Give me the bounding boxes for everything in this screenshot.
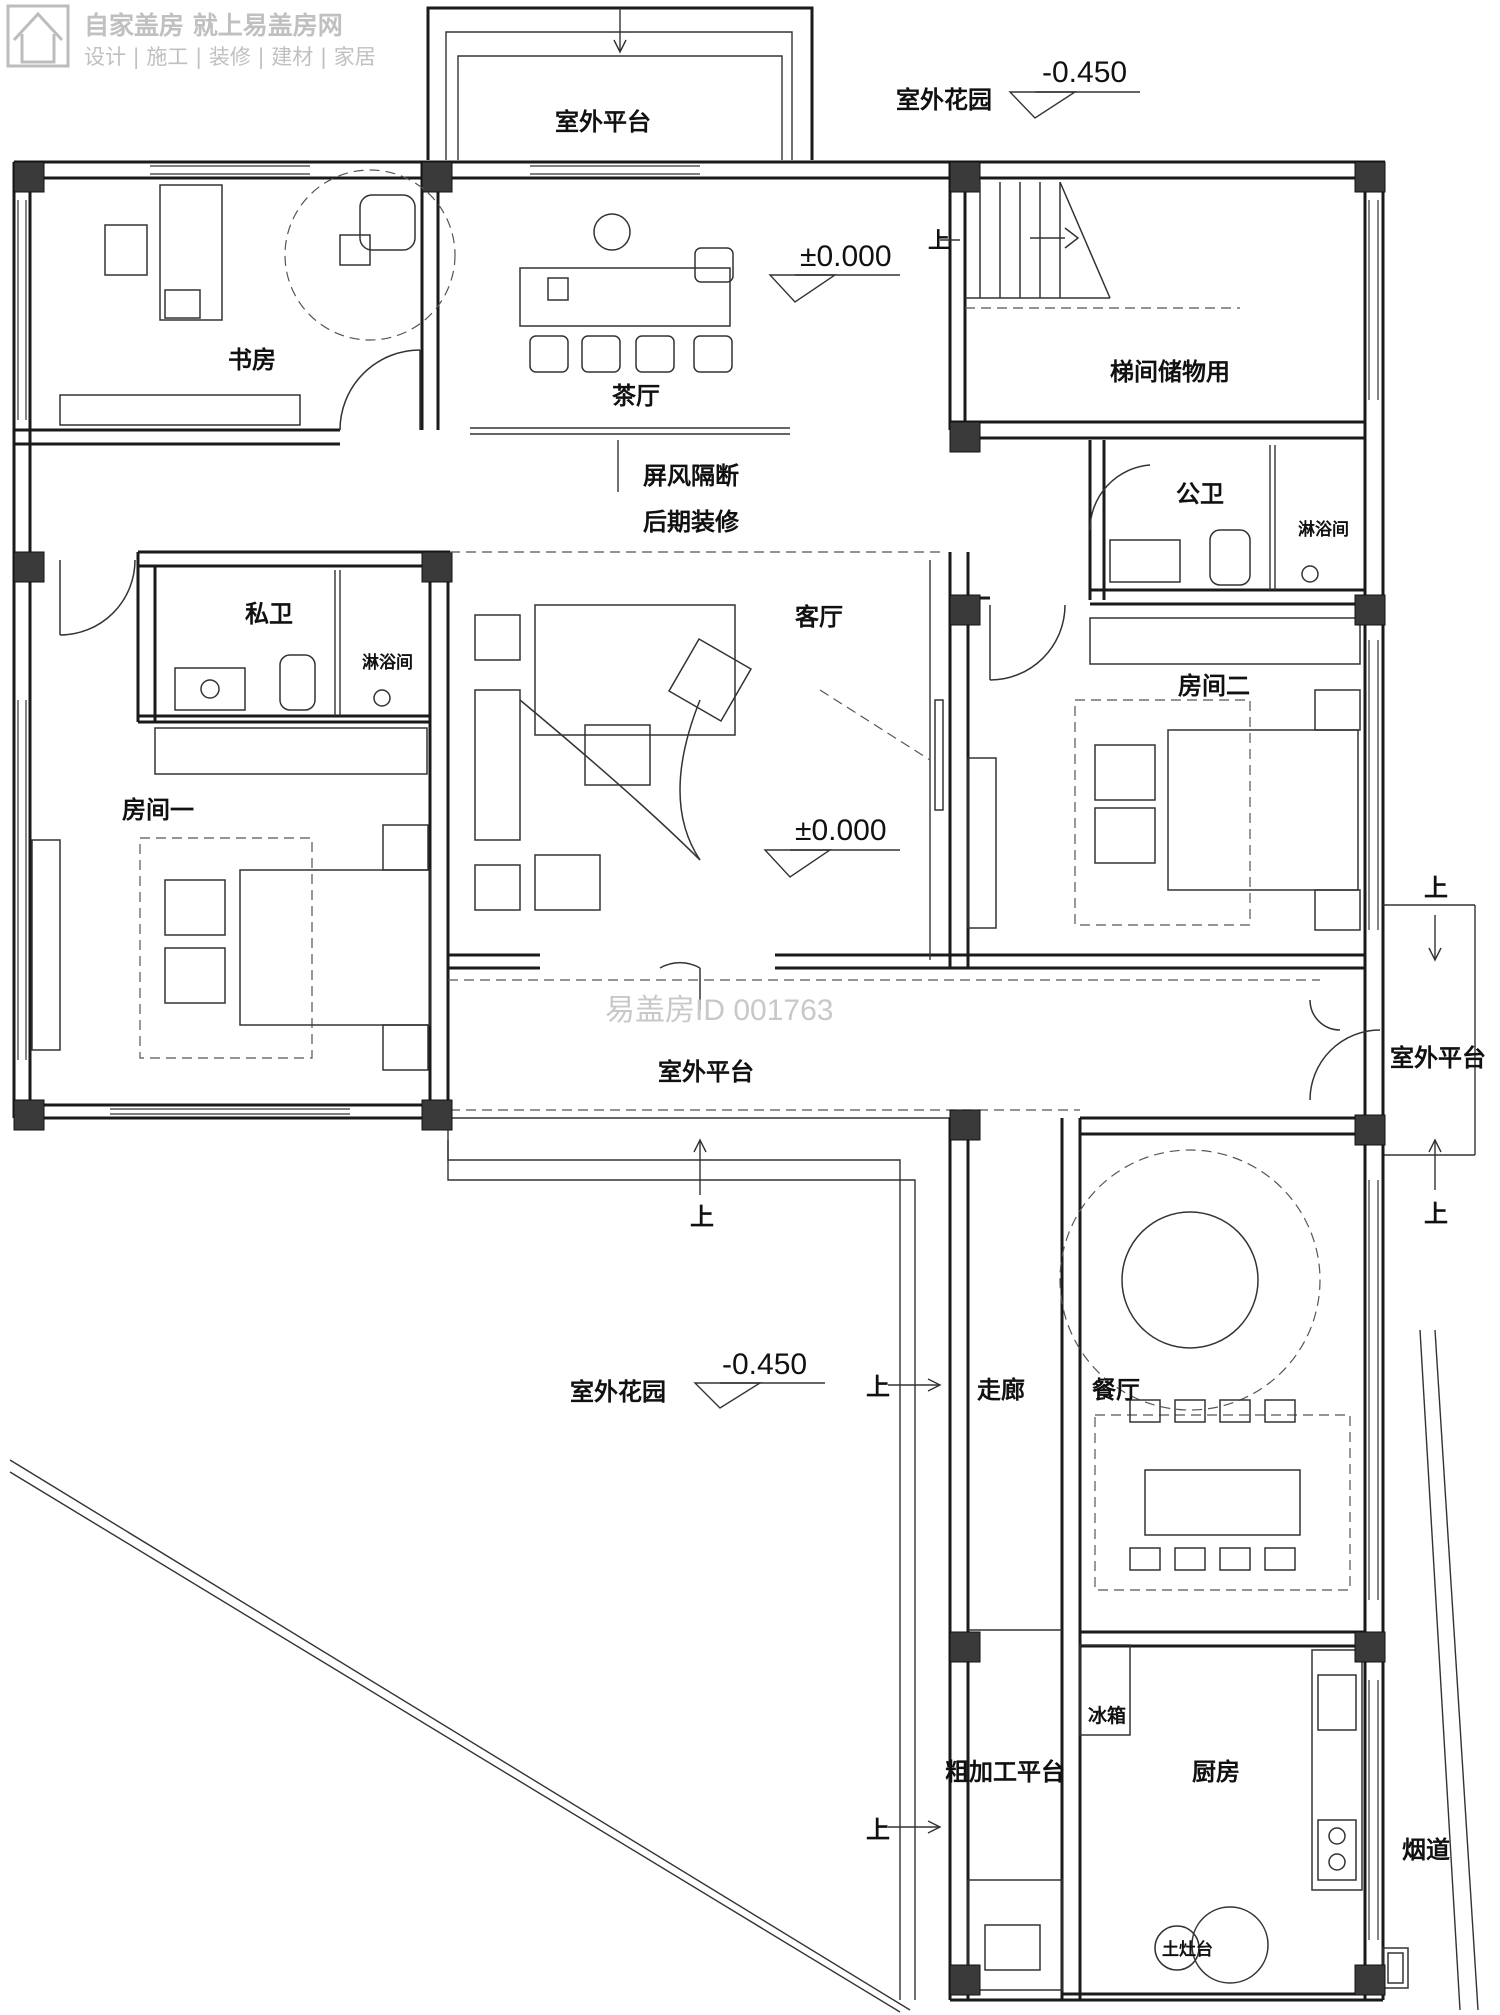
elevation-markers: [693, 91, 1140, 1409]
label-kitchen: 厨房: [1192, 1758, 1240, 1786]
elevation-garden-top: -0.450: [1042, 56, 1127, 89]
elevation-tea-room: ±0.000: [800, 240, 892, 273]
label-terrace-middle: 室外平台: [658, 1058, 754, 1086]
private-bath-fixtures: [174, 654, 391, 711]
label-garden-top: 室外花园: [896, 86, 992, 114]
logo: 自家盖房 就上易盖房网 设计 | 施工 | 装修 | 建材 | 家居: [6, 4, 376, 70]
label-private-bath: 私卫: [245, 600, 293, 628]
label-shower-2: 淋浴间: [362, 652, 413, 673]
logo-mark: [6, 4, 70, 68]
label-up-corridor: 上: [866, 1373, 890, 1401]
staircase: [965, 181, 1240, 309]
windows: [17, 165, 1379, 1940]
label-bedroom-2: 房间二: [1178, 672, 1250, 700]
label-garden-bottom: 室外花园: [570, 1378, 666, 1406]
label-terrace-top: 室外平台: [555, 108, 651, 136]
label-fridge: 冰箱: [1088, 1704, 1126, 1727]
site-lines: [9, 1329, 1479, 2013]
label-living-room: 客厅: [795, 603, 843, 631]
label-screen-note-1: 屏风隔断: [643, 462, 739, 490]
label-public-bath: 公卫: [1176, 480, 1224, 508]
bedroom-2-furniture: [967, 689, 1361, 931]
label-stove: 土灶台: [1162, 1939, 1213, 1960]
living-room-furniture: [450, 551, 944, 960]
elevation-triangle-tea: [768, 274, 838, 303]
study-furniture: [59, 169, 456, 426]
label-dining: 餐厅: [1092, 1376, 1140, 1404]
logo-slogan: 自家盖房 就上易盖房网: [84, 11, 343, 40]
columns: [13, 161, 1386, 1996]
kitchen-fixtures: [1154, 1674, 1357, 1984]
public-bath-fixtures: [1109, 529, 1319, 586]
label-prep-platform: 粗加工平台: [945, 1758, 1065, 1786]
bedroom-1-furniture: [31, 824, 431, 1071]
elevation-triangle-living: [763, 849, 833, 878]
label-shower-1: 淋浴间: [1298, 519, 1349, 540]
watermark: 易盖房ID 001763: [605, 994, 833, 1027]
labels: 室外平台 室外花园 -0.450 书房 茶厅 ±0.000 梯间储物用 屏风隔断…: [122, 56, 1486, 1960]
label-terrace-right: 室外平台: [1390, 1044, 1486, 1072]
logo-subline: 设计 | 施工 | 装修 | 建材 | 家居: [84, 45, 376, 70]
label-tea-room: 茶厅: [612, 382, 660, 410]
elevation-living-room: ±0.000: [795, 814, 887, 847]
elevation-triangle-top: [1008, 91, 1078, 119]
label-up-front: 上: [690, 1203, 714, 1231]
label-up-stair: 上: [928, 229, 950, 254]
label-screen-note-2: 后期装修: [643, 508, 740, 536]
label-study: 书房: [228, 346, 276, 374]
terrace-top: [426, 6, 814, 160]
elevation-garden-bottom: -0.450: [722, 1348, 807, 1381]
label-up-prep: 上: [866, 1816, 890, 1844]
walls: [12, 160, 1476, 2002]
label-stair-storage: 梯间储物用: [1110, 358, 1230, 386]
label-bedroom-1: 房间一: [122, 796, 194, 824]
label-up-right-bottom: 上: [1424, 1200, 1448, 1228]
label-flue: 烟道: [1402, 1836, 1450, 1864]
logo-house-icon: [12, 11, 64, 64]
label-up-right-top: 上: [1424, 874, 1448, 902]
dining-furniture: [1059, 1149, 1351, 1591]
label-corridor: 走廊: [977, 1376, 1025, 1404]
elevation-triangle-garden: [693, 1382, 763, 1409]
tea-room-furniture: [519, 213, 734, 373]
arrow-marks: [693, 239, 1442, 1834]
